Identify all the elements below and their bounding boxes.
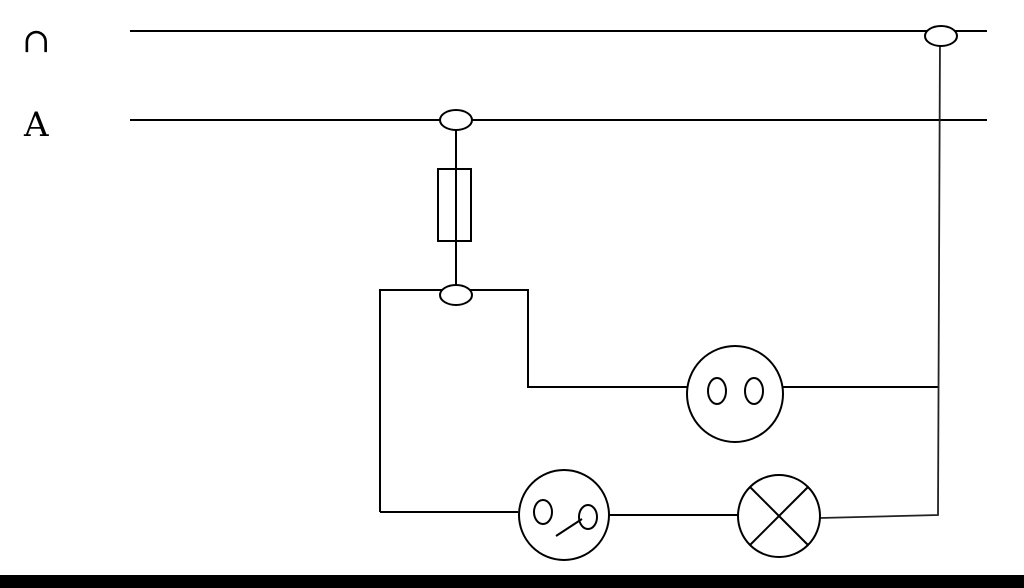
neutral-return-wire: [819, 35, 941, 519]
socket-icon: [686, 345, 784, 443]
live-junction-node: [439, 109, 473, 131]
neutral-junction-node: [924, 25, 958, 47]
switch-icon: [518, 469, 610, 561]
distribution-wire: [379, 289, 688, 512]
branch-junction-node: [439, 284, 473, 306]
neutral-line-label: ∩: [22, 21, 51, 61]
bottom-border: [0, 575, 1024, 588]
live-line-label: A: [23, 105, 49, 145]
fuse-icon: [437, 168, 472, 242]
lamp-icon: [737, 474, 821, 558]
